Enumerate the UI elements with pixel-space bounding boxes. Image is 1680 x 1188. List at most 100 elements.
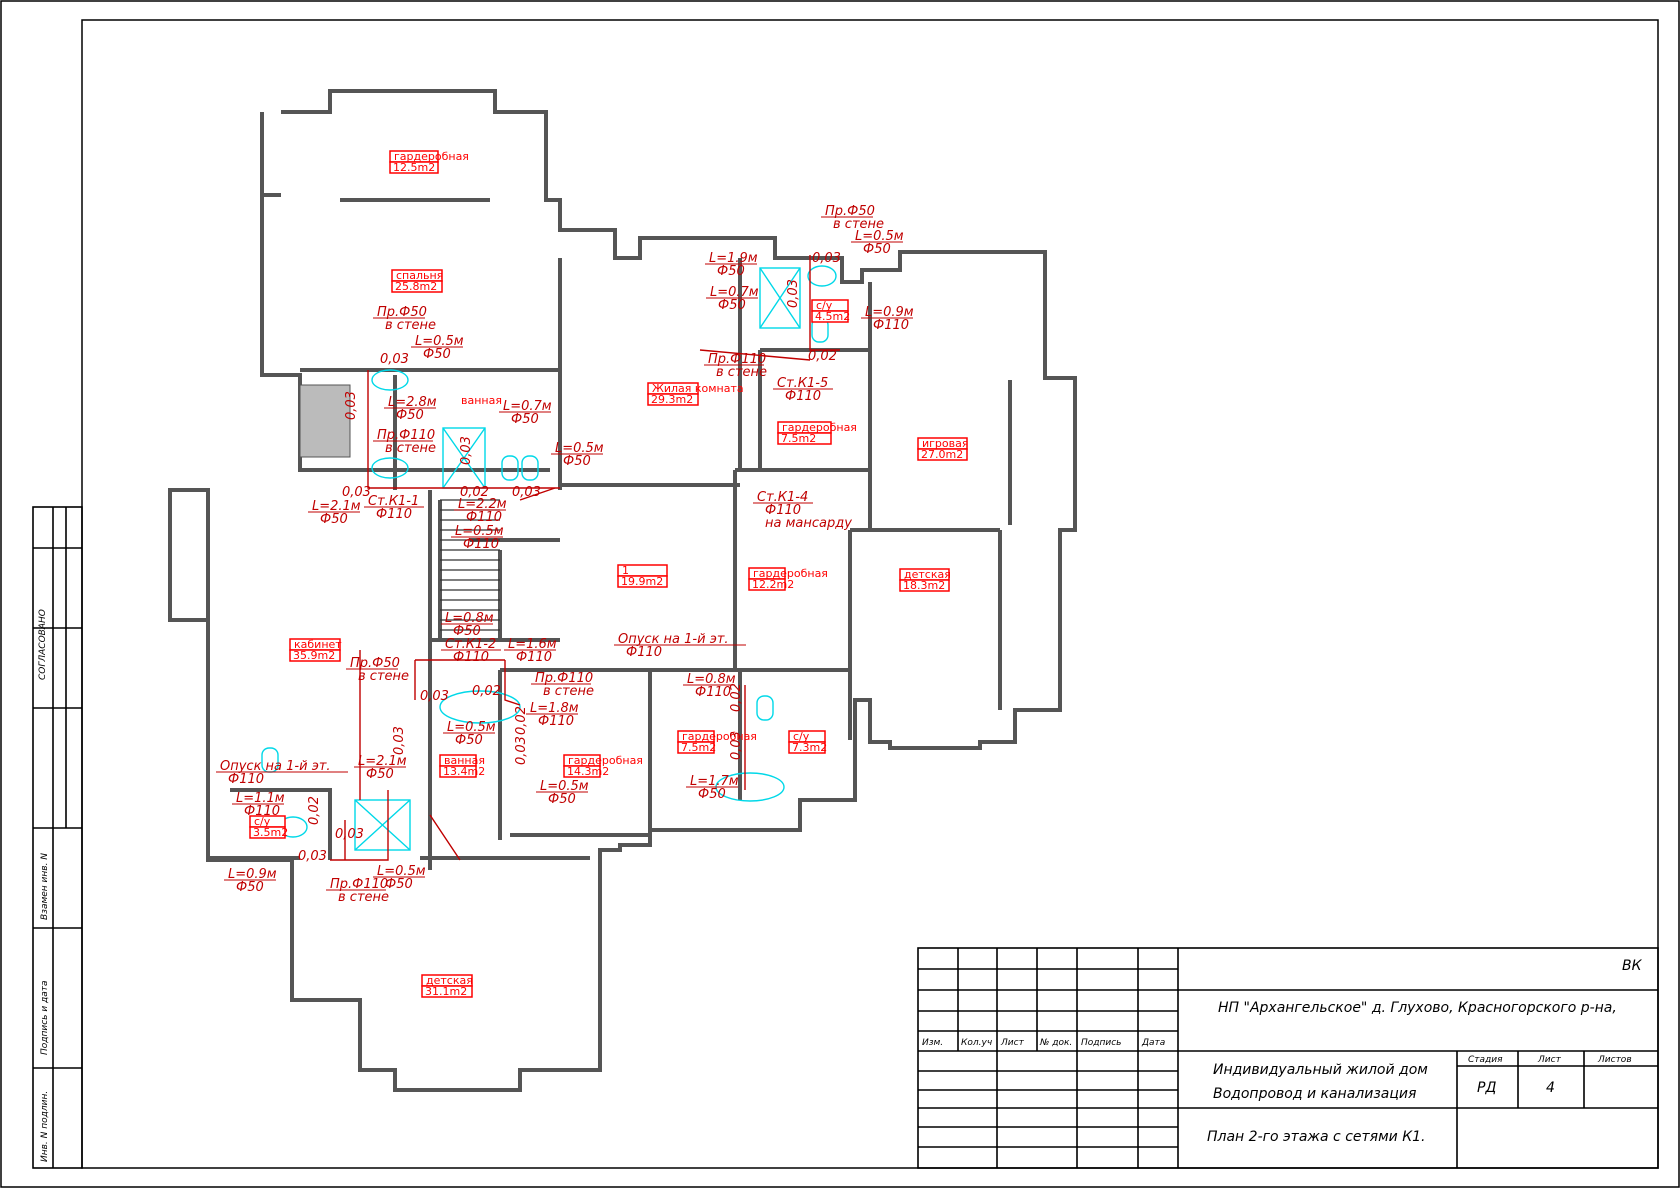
annotation-subline: в стене — [385, 318, 436, 333]
project-name: Индивидуальный жилой дом — [1213, 1062, 1428, 1078]
stamp-approved: СОГЛАСОВАНО — [38, 609, 48, 680]
room-label-box — [917, 448, 968, 461]
room-label-box — [647, 393, 699, 406]
room-label-box — [421, 985, 473, 998]
annotation-subline: Ф50 — [423, 347, 451, 362]
room-name: гардеробная — [682, 730, 757, 743]
room-area: 7.3m2 — [792, 741, 827, 754]
annotation-line: Ст.К1-1 — [368, 494, 419, 509]
annotation-subline: Ф50 — [385, 877, 413, 892]
wall — [420, 490, 590, 870]
annotation-line: Пр.Ф110 — [535, 671, 593, 686]
annotation-line: 0,03 — [729, 731, 744, 760]
project-section: Водопровод и канализация — [1213, 1086, 1416, 1102]
annotation-subline: Ф110 — [466, 510, 502, 525]
room-name: гардеробная — [782, 421, 857, 434]
sink-icon — [371, 457, 409, 479]
title-header-cell: № док. — [1039, 1038, 1072, 1048]
wall — [733, 468, 1000, 740]
wall — [208, 788, 332, 860]
pipe-line — [809, 255, 840, 351]
pipe-line — [699, 349, 811, 361]
room-area: 19.9m2 — [621, 575, 663, 588]
annotation-subline: Ф110 — [516, 650, 552, 665]
annotation-line: L=0.5м — [855, 229, 904, 244]
pipe-annotation: Опуск на 1-й эт.Ф110 — [216, 759, 348, 787]
room-label-box — [777, 432, 832, 445]
pipe-annotation: 0,03 — [342, 485, 371, 500]
annotation-line: Пр.Ф50 — [377, 305, 427, 320]
annotation-line: Пр.Ф110 — [330, 877, 388, 892]
annotation-line: L=2.8м — [388, 395, 437, 410]
annotation-subline: в стене — [385, 441, 436, 456]
annotation-subline: в стене — [543, 684, 594, 699]
room-label-box — [617, 575, 668, 588]
annotation-line: 0,03 — [392, 726, 407, 755]
annotation-subline: в стене — [338, 890, 389, 905]
annotation-subline: Ф50 — [236, 880, 264, 895]
sink-icon — [371, 369, 409, 391]
annotation-subline: Ф50 — [511, 412, 539, 427]
room-label-box — [788, 741, 826, 754]
annotation-subline: Ф110 — [538, 714, 574, 729]
wall — [300, 368, 560, 490]
annotation-line: L=0.5м — [540, 779, 589, 794]
pipe-line — [344, 650, 361, 860]
annotation-line: L=0.5м — [377, 864, 426, 879]
room-name: ванная — [461, 394, 502, 407]
annotation-subline: Ф110 — [873, 318, 909, 333]
shower-drain-icon — [759, 267, 801, 329]
wall — [998, 380, 1012, 710]
annotation-line: L=0.5м — [447, 720, 496, 735]
stamp-sign-date: Подпись и дата — [40, 980, 50, 1055]
toilet-icon — [756, 695, 774, 721]
room-name: с/у — [816, 299, 833, 312]
annotation-line: 0,03 — [344, 391, 359, 420]
room-area: 4.5m2 — [815, 310, 850, 323]
pipe-line — [367, 370, 560, 489]
room-label-box — [899, 579, 950, 592]
annotation-subline: Ф110 — [695, 685, 731, 700]
room-area: 13.4m2 — [443, 765, 485, 778]
room-name: с/у — [793, 730, 810, 743]
room-label: ванная — [461, 394, 502, 407]
room-label-box — [563, 765, 601, 778]
room-area: 31.1m2 — [425, 985, 467, 998]
annotation-line: 0,03 — [459, 436, 474, 465]
pipe-annotation: 0,03 — [344, 391, 359, 420]
pipe-annotation: 0,03 — [512, 485, 541, 500]
annotation-subline: Ф50 — [455, 733, 483, 748]
room-name: гардеробная — [753, 567, 828, 580]
room-labels: гардеробная12.5m2спальня25.8m2ваннаяЖила… — [249, 150, 968, 998]
annotation-line: 0,02 — [307, 796, 322, 825]
room-area: 14.3m2 — [567, 765, 609, 778]
room-label-box — [439, 765, 477, 778]
room-name: гардеробная — [394, 150, 469, 163]
shower-drain-icon — [354, 799, 411, 851]
room-label: с/у7.3m2 — [788, 730, 827, 754]
pipe-annotation: 0,03 — [729, 731, 744, 760]
